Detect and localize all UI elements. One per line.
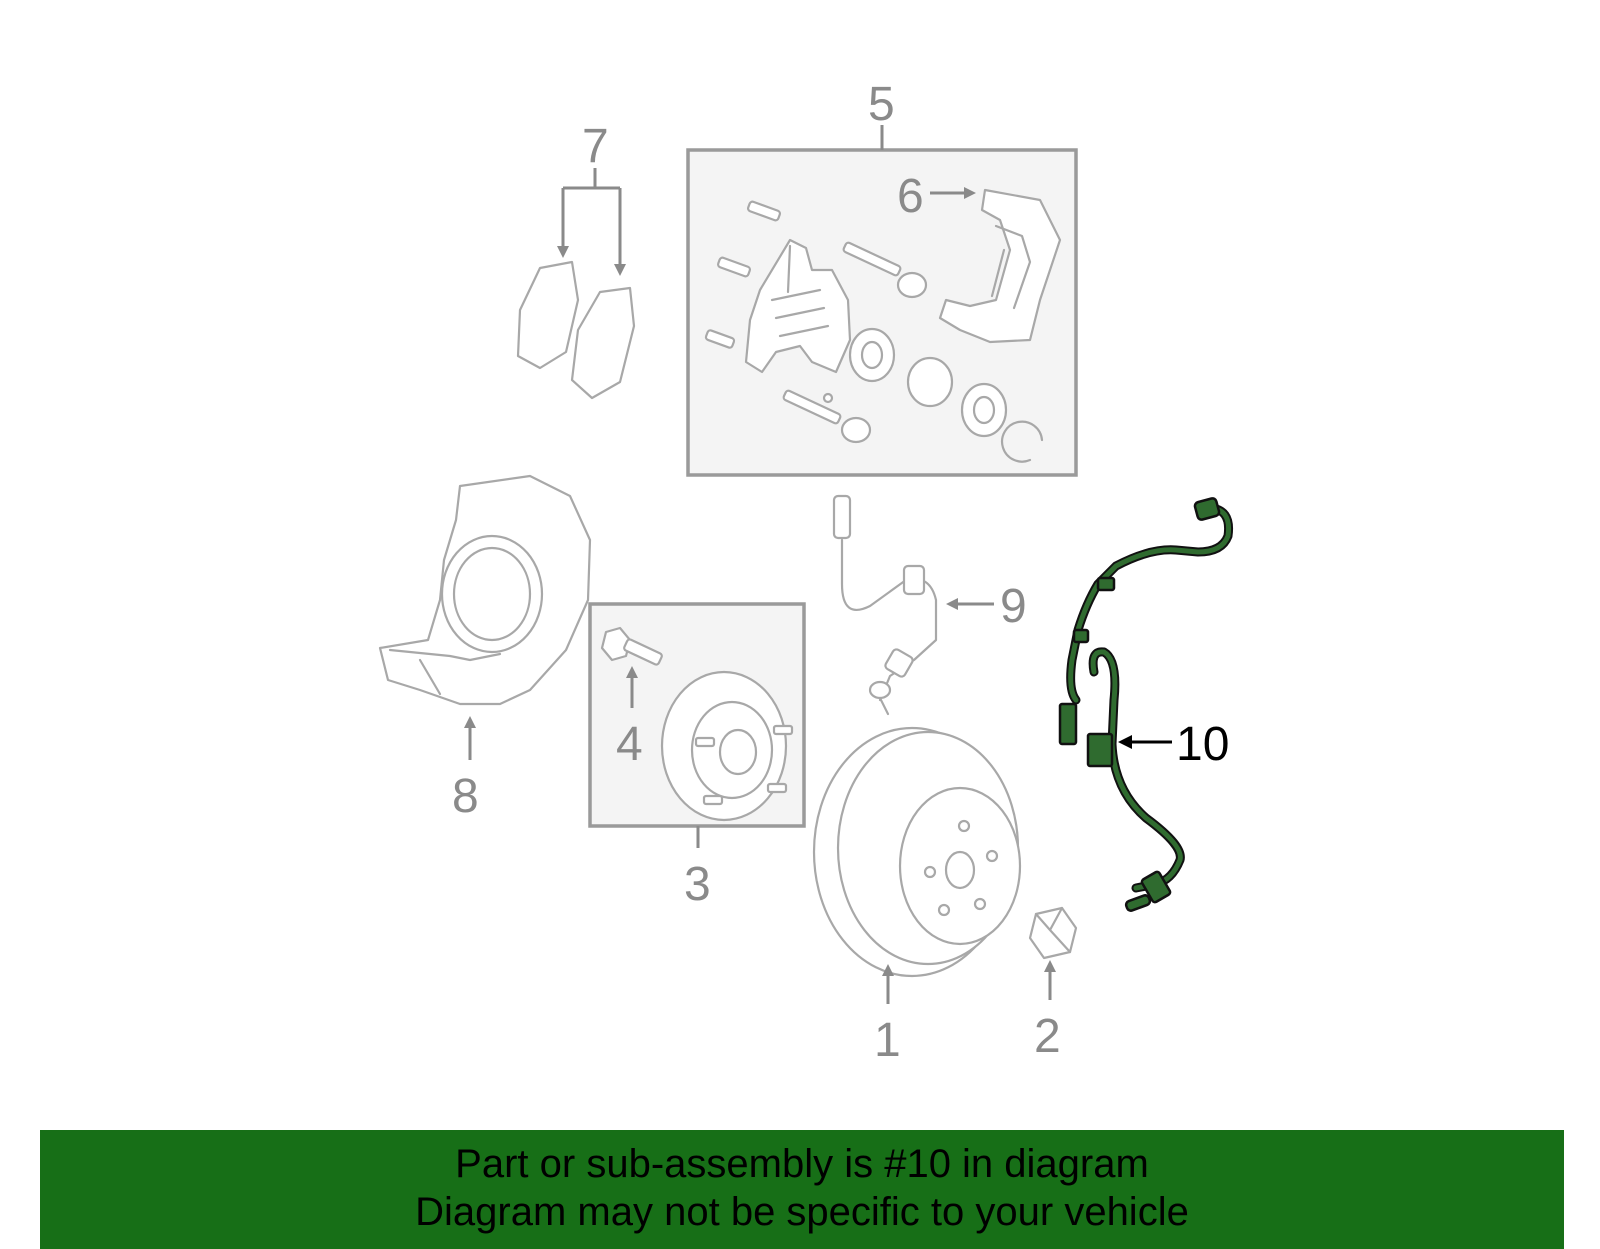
brake-rotor <box>812 726 1022 978</box>
callout-8[interactable]: 8 <box>452 770 479 823</box>
brake-hose <box>832 494 938 716</box>
callout-4-arrowhead <box>626 666 638 678</box>
dust-shield <box>378 474 592 706</box>
callout-9-arrowhead <box>946 598 958 610</box>
callout-2-arrowhead <box>1044 960 1056 972</box>
caliper-bracket <box>938 188 1062 344</box>
callout-7-arrowhead-a <box>557 246 569 258</box>
caliper-body <box>744 238 852 374</box>
hub-bolt <box>600 626 663 666</box>
callout-7[interactable]: 7 <box>582 120 609 173</box>
callout-2[interactable]: 2 <box>1034 1010 1061 1063</box>
caliper-seals-pistons <box>840 271 1044 463</box>
callout-8-arrowhead <box>464 716 476 728</box>
callout-6-arrowhead <box>964 187 976 199</box>
lug-nut <box>1028 906 1078 960</box>
callout-4[interactable]: 4 <box>616 718 643 771</box>
callout-10[interactable]: 10 <box>1176 718 1229 771</box>
abs-sensor[interactable] <box>1058 497 1234 912</box>
callout-5[interactable]: 5 <box>868 78 895 131</box>
callout-7-leader <box>561 168 622 270</box>
banner-line-2: Diagram may not be specific to your vehi… <box>415 1190 1189 1234</box>
brake-pads <box>516 260 636 400</box>
callout-1-arrowhead <box>882 964 894 976</box>
info-banner: Part or sub-assembly is #10 in diagram D… <box>40 1130 1564 1249</box>
callout-3[interactable]: 3 <box>684 858 711 911</box>
banner-line-1: Part or sub-assembly is #10 in diagram <box>455 1142 1149 1186</box>
callout-7-arrowhead-b <box>614 264 626 276</box>
callout-1[interactable]: 1 <box>874 1014 901 1067</box>
caliper-bolts <box>704 200 902 425</box>
wheel-hub <box>660 670 794 822</box>
callout-6[interactable]: 6 <box>897 170 924 223</box>
callout-9[interactable]: 9 <box>1000 580 1027 633</box>
callout-10-arrowhead <box>1118 735 1132 749</box>
